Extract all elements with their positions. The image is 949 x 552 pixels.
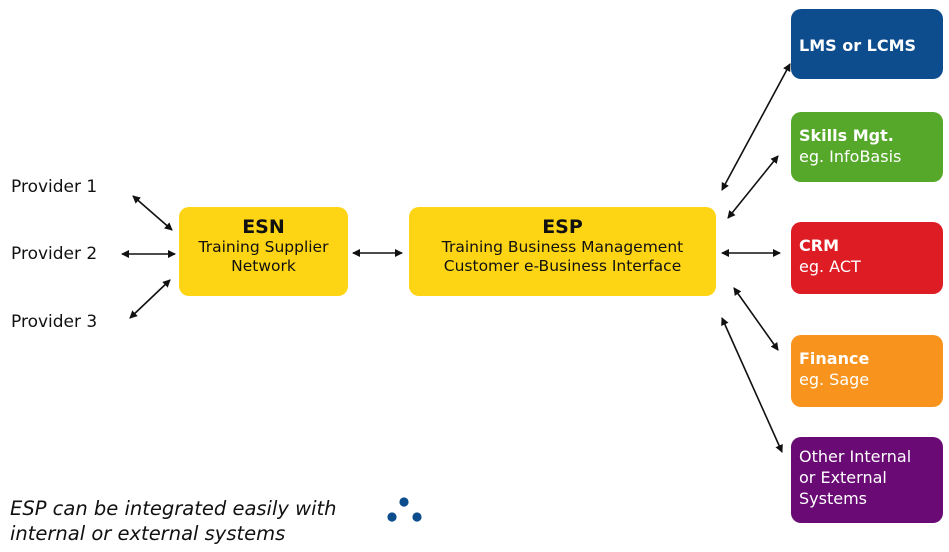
system-lms-title: LMS or LCMS: [799, 36, 917, 55]
arrow-provider3-esn: [129, 279, 171, 319]
provider-3-label: Provider 3: [11, 312, 98, 332]
three-dots-logo-icon: [387, 497, 422, 522]
system-other-line-3: Systems: [799, 489, 867, 508]
system-box-skills: Skills Mgt. eg. InfoBasis: [791, 112, 943, 182]
system-skills-title: Skills Mgt.: [799, 126, 894, 145]
logo-dot-top: [399, 497, 409, 507]
system-box-finance: Finance eg. Sage: [791, 335, 943, 407]
system-box-crm: CRM eg. ACT: [791, 222, 943, 294]
arrow-esp-lms: [721, 63, 791, 191]
esp-box: ESP Training Business Management Custome…: [409, 207, 716, 296]
arrow-esp-finance: [733, 287, 779, 351]
system-crm-subtitle: eg. ACT: [799, 257, 861, 276]
note-line-2: internal or external systems: [10, 522, 286, 545]
provider-1-label: Provider 1: [11, 177, 98, 197]
system-crm-title: CRM: [799, 236, 839, 255]
system-finance-subtitle: eg. Sage: [799, 370, 870, 389]
esp-line-1: Training Business Management: [441, 238, 684, 256]
arrow-esp-skills: [727, 155, 779, 219]
system-skills-subtitle: eg. InfoBasis: [799, 147, 902, 166]
esp-title: ESP: [542, 216, 583, 238]
system-box-other: Other Internal or External Systems: [791, 437, 943, 523]
arrow-provider1-esn: [132, 195, 173, 231]
system-other-line-2: or External: [799, 468, 887, 487]
esp-line-2: Customer e-Business Interface: [443, 257, 682, 275]
esn-box: ESN Training Supplier Network: [179, 207, 348, 296]
provider-2-label: Provider 2: [11, 244, 98, 264]
esn-title: ESN: [242, 216, 285, 238]
logo-dot-left: [387, 512, 397, 522]
system-box-lms: LMS or LCMS: [791, 9, 943, 79]
system-finance-title: Finance: [799, 349, 870, 368]
logo-dot-right: [412, 512, 422, 522]
integration-note: ESP can be integrated easily with intern…: [10, 496, 337, 546]
esn-line-1: Training Supplier: [198, 238, 329, 256]
esn-line-2: Network: [231, 257, 296, 275]
arrow-esp-other: [721, 317, 783, 453]
note-line-1: ESP can be integrated easily with: [10, 497, 337, 520]
system-other-line-1: Other Internal: [799, 447, 912, 466]
